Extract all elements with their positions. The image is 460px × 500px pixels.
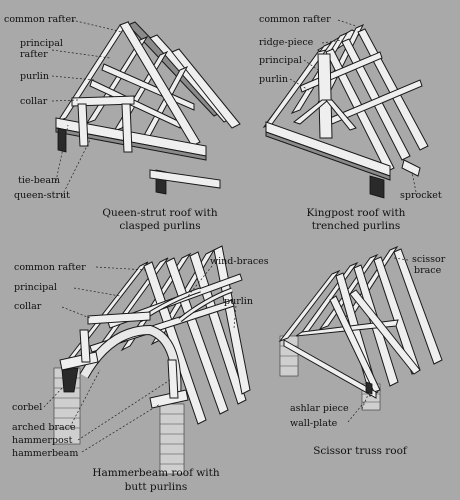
label-common-rafter-1: common rafter (4, 14, 76, 25)
caption-scissor-truss: Scissor truss roof (313, 445, 408, 457)
queen-strut-leaders (51, 19, 123, 197)
label-scissor-line2: brace (414, 265, 442, 276)
caption-hammerbeam-line2: butt purlins (125, 481, 188, 493)
label-principal-3: principal (14, 282, 57, 293)
hammerbeam-leaders (43, 265, 237, 453)
label-corbel: corbel (12, 402, 42, 413)
scissor-truss-leaders (347, 257, 409, 423)
kingpost-leaders (289, 19, 417, 193)
caption-hammerbeam-line1: Hammerbeam roof with (92, 467, 220, 479)
label-principal-2: principal (259, 55, 302, 66)
caption-queen-strut-line1: Queen-strut roof with (102, 207, 218, 219)
label-principal-rafter-line2: rafter (20, 49, 48, 60)
label-collar-3: collar (14, 301, 42, 312)
label-scissor-line1: scissor (412, 254, 446, 265)
hammerbeam-roof-drawing (53, 245, 251, 475)
label-wind-braces: wind-braces (210, 256, 269, 267)
label-arched-brace: arched brace (12, 422, 76, 433)
label-queen-strut: queen-strut (14, 190, 70, 201)
label-ashlar-piece: ashlar piece (290, 403, 349, 414)
caption-queen-strut-line2: clasped purlins (119, 220, 200, 232)
caption-kingpost-line1: Kingpost roof with (307, 207, 406, 219)
label-sprocket: sprocket (400, 190, 442, 201)
label-purlin-1: purlin (20, 71, 49, 82)
label-hammerpost: hammerpost (12, 435, 73, 446)
label-tie-beam: tie-beam (18, 175, 60, 186)
scissor-truss-roof-drawing (278, 245, 443, 411)
label-principal-rafter-line1: principal (20, 38, 63, 49)
label-collar-1: collar (20, 96, 48, 107)
kingpost-roof-drawing (262, 24, 429, 199)
label-common-rafter-3: common rafter (14, 262, 86, 273)
label-hammerbeam: hammerbeam (12, 448, 78, 459)
label-common-rafter-2: common rafter (259, 14, 331, 25)
label-wall-plate: wall-plate (290, 418, 338, 429)
label-ridge-piece: ridge-piece (259, 37, 314, 48)
label-purlin-3: purlin (224, 296, 253, 307)
caption-kingpost-line2: trenched purlins (312, 220, 401, 232)
label-purlin-2: purlin (259, 74, 288, 85)
queen-strut-roof-drawing (55, 21, 241, 195)
